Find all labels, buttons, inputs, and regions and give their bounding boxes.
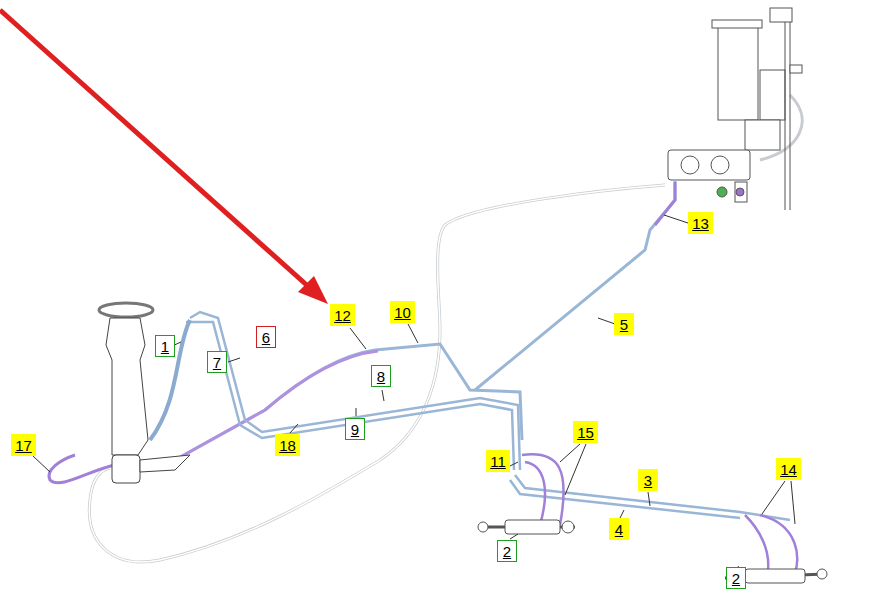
callout-number: 6 xyxy=(262,330,270,345)
callout-number: 2 xyxy=(732,571,740,586)
callout-number: 9 xyxy=(351,422,359,437)
callout-box: 1 xyxy=(155,335,175,357)
callout-box: 18 xyxy=(275,434,300,456)
callout-number: 13 xyxy=(692,216,709,231)
callout-box: 5 xyxy=(614,313,634,335)
callout-number: 7 xyxy=(213,355,221,370)
callout-number: 12 xyxy=(334,308,351,323)
callout-number: 14 xyxy=(780,462,797,477)
callout-number: 17 xyxy=(15,438,32,453)
callout-number: 3 xyxy=(644,473,652,488)
callout-number: 18 xyxy=(279,438,296,453)
callout-box: 3 xyxy=(638,469,658,491)
callout-number: 2 xyxy=(503,544,511,559)
callout-box: 13 xyxy=(688,212,713,234)
callout-box: 11 xyxy=(486,450,510,472)
callout-box: 15 xyxy=(573,421,598,443)
callout-number: 8 xyxy=(377,369,385,384)
callout-box: 7 xyxy=(207,351,227,373)
callout-number: 15 xyxy=(577,425,594,440)
callout-number: 11 xyxy=(490,454,506,469)
callout-number: 4 xyxy=(615,522,623,537)
callout-box: 17 xyxy=(11,434,36,456)
callout-box: 6 xyxy=(256,326,276,348)
callout-number: 5 xyxy=(620,317,628,332)
callout-box: 12 xyxy=(330,304,355,326)
callout-box: 14 xyxy=(776,458,801,480)
callout-box: 8 xyxy=(371,365,391,387)
callout-number: 10 xyxy=(394,305,411,320)
callout-box: 9 xyxy=(345,418,365,440)
callout-box: 2 xyxy=(726,567,746,589)
callout-box: 10 xyxy=(390,301,415,323)
callout-box: 2 xyxy=(497,540,517,562)
callout-box: 4 xyxy=(609,518,629,540)
callout-number: 1 xyxy=(161,339,169,354)
